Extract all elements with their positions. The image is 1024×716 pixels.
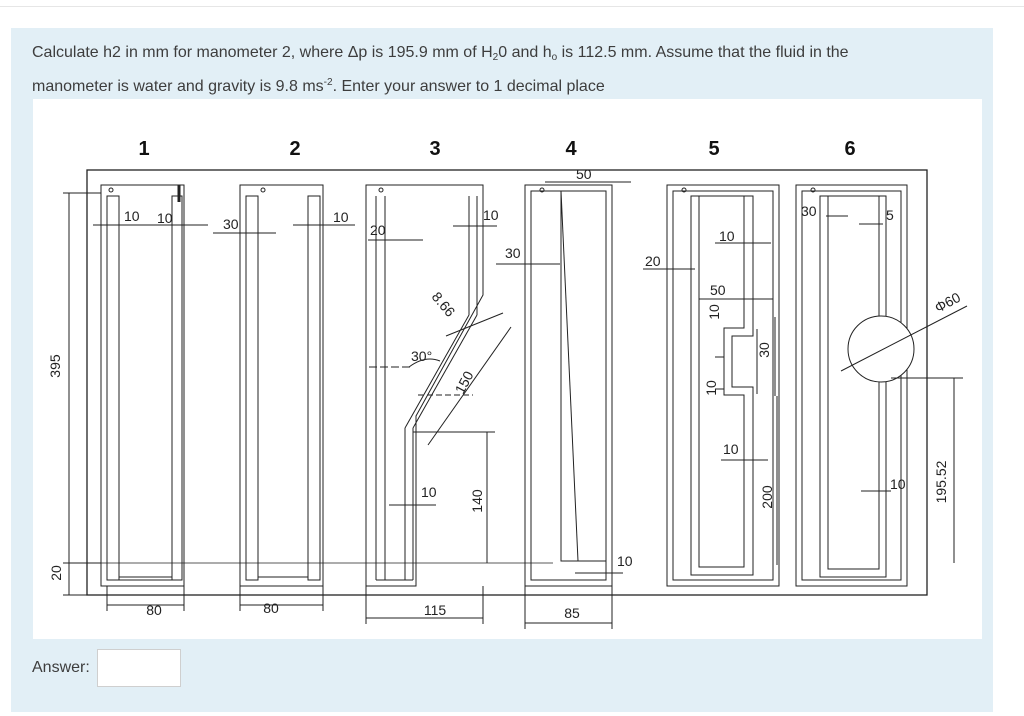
dim-m4-width: 85 (564, 605, 580, 621)
dim-m6-bottom-wall: 10 (890, 476, 906, 492)
dim-m5-top-wall: 10 (719, 228, 735, 244)
dim-m6-height: 195.52 (933, 460, 949, 503)
manometer-drawing: 1 2 3 4 5 6 395 20 10 10 80 30 10 80 20 … (47, 138, 968, 629)
manometer-1-plate (100, 184, 185, 587)
question-panel: Calculate h2 in mm for manometer 2, wher… (11, 28, 993, 712)
dim-m3-left-wall: 20 (370, 222, 386, 238)
dim-m5-lower-wall: 10 (723, 441, 739, 457)
manometer-number-5: 5 (708, 138, 719, 160)
dim-m3-angle: 30° (411, 348, 432, 364)
dim-m3-bottom-wall: 10 (421, 484, 437, 500)
dim-total-height: 395 (47, 354, 63, 378)
dim-m3-incline: 150 (452, 368, 477, 396)
dim-m6-diameter: Φ60 (932, 289, 963, 316)
dim-m5-h1: 10 (706, 304, 722, 320)
dim-m5-left-wall: 20 (645, 253, 661, 269)
top-divider (0, 0, 1024, 7)
dim-m5-height: 200 (759, 485, 775, 509)
manometer-6-plate (795, 184, 908, 587)
dim-m5-h2: 10 (703, 380, 719, 396)
manometer-5-plate (666, 184, 780, 587)
dim-m3-height: 140 (469, 489, 485, 513)
dim-m4-top: 50 (576, 166, 592, 182)
dim-m6-top-width: 30 (801, 203, 817, 219)
answer-input[interactable] (97, 649, 181, 687)
dim-base-height: 20 (48, 565, 64, 581)
manometer-number-2: 2 (289, 138, 300, 160)
manometer-number-1: 1 (138, 138, 149, 160)
manometer-2-plate (239, 184, 324, 587)
dim-m6-right-wall: 5 (886, 207, 894, 223)
base-plate (86, 169, 928, 596)
manometer-number-6: 6 (844, 138, 855, 160)
dim-m4-left-wall: 30 (505, 245, 521, 261)
answer-label: Answer: (32, 659, 90, 676)
dim-m3-width: 115 (424, 602, 447, 618)
manometer-number-3: 3 (429, 138, 440, 160)
dim-m2-left-wall: 30 (223, 216, 239, 232)
manometer-figure: 1 2 3 4 5 6 395 20 10 10 80 30 10 80 20 … (33, 99, 982, 639)
dim-m5-h3: 30 (756, 342, 772, 358)
dim-m4-bottom-wall: 10 (617, 553, 633, 569)
manometer-number-4: 4 (565, 138, 577, 160)
dim-m3-top-wall: 10 (483, 207, 499, 223)
manometer-4-plate (524, 184, 613, 587)
question-text: Calculate h2 in mm for manometer 2, wher… (32, 44, 849, 95)
dim-m1-left-wall: 10 (124, 208, 140, 224)
dim-m3-offset: 8.66 (429, 289, 459, 320)
dim-m5-step: 50 (710, 282, 726, 298)
dim-m1-width: 80 (146, 602, 162, 618)
dim-m1-right-wall: 10 (157, 210, 173, 226)
dim-m2-right-wall: 10 (333, 209, 349, 225)
dim-m2-width: 80 (263, 600, 279, 616)
